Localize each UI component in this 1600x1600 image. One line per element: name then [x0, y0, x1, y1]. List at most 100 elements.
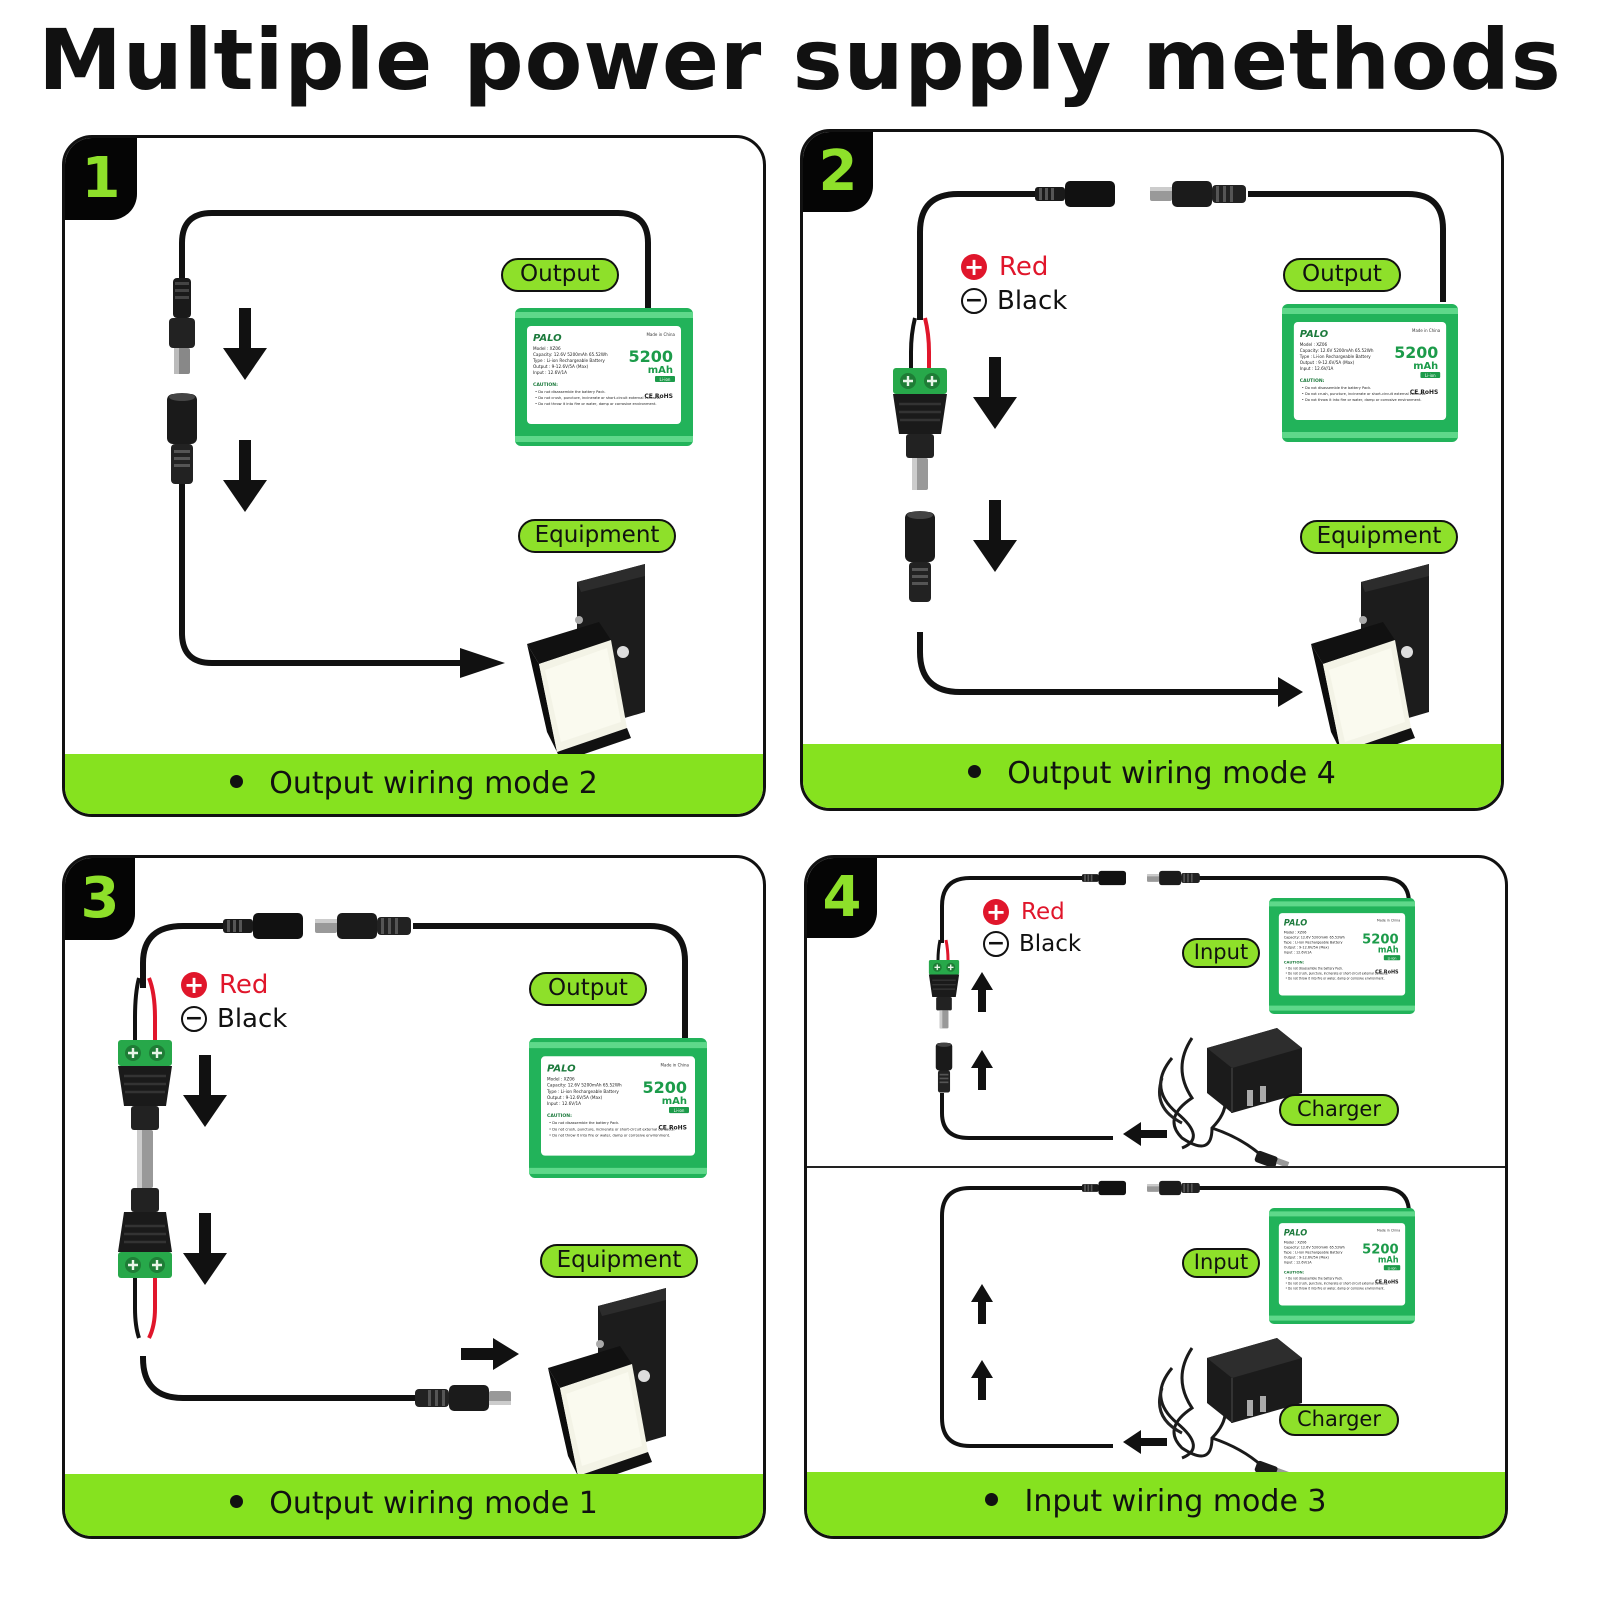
dc-plug-female-icon [1082, 870, 1126, 886]
svg-text:• Do not crush, puncture, inci: • Do not crush, puncture, incinerate or … [1285, 1281, 1388, 1285]
dc-plug-female-icon [223, 913, 303, 939]
svg-text:mAh: mAh [1378, 1255, 1399, 1265]
battery-pack-icon: PALO Made in China Model : XZ06 Capacity… [1269, 898, 1415, 1014]
svg-text:5200: 5200 [1362, 932, 1398, 947]
plus-icon: + [961, 254, 987, 280]
footer-label: Input wiring mode 3 [1024, 1484, 1327, 1519]
svg-text:• Do not throw it into fire or: • Do not throw it into fire or water, da… [535, 402, 657, 406]
svg-text:Li-ion: Li-ion [674, 1108, 685, 1113]
bullet-dot [985, 1493, 999, 1506]
solar-wall-light-icon [548, 1288, 666, 1486]
bullet-dot [230, 1495, 244, 1508]
svg-text:• Do not crush, puncture, inci: • Do not crush, puncture, incinerate or … [549, 1127, 675, 1131]
panel-1-wiring [167, 210, 651, 762]
arrow-left-icon [1123, 1122, 1167, 1146]
svg-text:PALO: PALO [1284, 1228, 1308, 1238]
output-label: Output [1283, 258, 1401, 292]
battery-pack-icon: PALO Made in China Model : XZ06 Capacity… [529, 1038, 707, 1178]
svg-text:CE RoHS: CE RoHS [1375, 970, 1399, 976]
svg-text:Capacity: 12.6V 5200mAh 65.52W: Capacity: 12.6V 5200mAh 65.52Wh [1284, 935, 1345, 939]
svg-text:Model : XZ06: Model : XZ06 [1284, 1240, 1307, 1244]
screw-terminal-adapter-icon [891, 366, 949, 492]
svg-text:• Do not crush, puncture, inci: • Do not crush, puncture, incinerate or … [1285, 971, 1388, 975]
wire-color-legend: +Red −Black [181, 968, 287, 1036]
equipment-label: Equipment [1300, 520, 1458, 554]
wall-charger-icon [1158, 1336, 1304, 1481]
svg-text:mAh: mAh [1378, 945, 1399, 955]
panel-1: 1 Output PALO Made in China Model : XZ06… [62, 135, 766, 817]
svg-text:Made in China: Made in China [661, 1062, 690, 1067]
svg-text:Capacity: 12.6V 5200mAh 65.52W: Capacity: 12.6V 5200mAh 65.52Wh [547, 1083, 622, 1088]
dc-plug-female-icon [905, 511, 935, 602]
svg-text:CE RoHS: CE RoHS [1410, 389, 1438, 396]
screw-terminal-adapter-icon [116, 1154, 174, 1280]
dc-plug-female-icon [1035, 181, 1115, 207]
panel-3-wiring [116, 913, 688, 1486]
legend-red: Red [999, 252, 1049, 282]
dc-plug-male-icon [315, 913, 411, 939]
battery-pack-icon: PALO Made in China Model : XZ06 Capacity… [515, 308, 693, 446]
wire-color-legend: +Red −Black [983, 896, 1081, 960]
svg-text:Input : 12.6V/1A: Input : 12.6V/1A [1284, 950, 1312, 954]
panel-3-number: 3 [65, 858, 135, 940]
svg-text:• Do not disassemble the batte: • Do not disassemble the battery Pack. [1285, 1276, 1343, 1280]
battery-graphic: PALO Made in China Model : XZ06 Capacity… [1282, 304, 1458, 442]
solar-wall-light-icon [1311, 564, 1429, 762]
footer-label: Output wiring mode 1 [269, 1486, 598, 1521]
svg-text:mAh: mAh [648, 365, 673, 376]
footer-label: Output wiring mode 2 [269, 766, 598, 801]
battery-graphic: PALO Made in China Model : XZ06 Capacity… [1269, 1208, 1415, 1324]
screw-terminal-adapter-icon [116, 1038, 174, 1164]
svg-text:• Do not throw it into fire or: • Do not throw it into fire or water, da… [1302, 398, 1422, 402]
bullet-dot [230, 775, 244, 788]
dc-plug-male-icon [415, 1385, 511, 1411]
arrow-left-icon [1123, 1430, 1167, 1454]
battery-graphic: PALO Made in China Model : XZ06 Capacity… [515, 308, 693, 446]
battery-graphic: PALO Made in China Model : XZ06 Capacity… [1269, 898, 1415, 1014]
svg-text:• Do not disassemble the batte: • Do not disassemble the battery Pack. [535, 390, 606, 394]
svg-text:Model : XZ06: Model : XZ06 [1284, 930, 1307, 934]
panel-3-footer: Output wiring mode 1 [65, 1474, 763, 1536]
equipment-label: Equipment [540, 1244, 698, 1278]
arrow-down-icon [183, 1213, 227, 1285]
legend-black: Black [997, 286, 1068, 316]
arrow-down-icon [973, 357, 1017, 429]
equipment-label: Equipment [518, 519, 676, 553]
panel-4-number: 4 [807, 858, 877, 938]
panel-4-footer: Input wiring mode 3 [807, 1472, 1505, 1536]
svg-text:Capacity: 12.6V 5200mAh 65.52W: Capacity: 12.6V 5200mAh 65.52Wh [1300, 348, 1374, 353]
dc-plug-male-icon [1150, 181, 1246, 207]
svg-text:Capacity: 12.6V 5200mAh 65.52W: Capacity: 12.6V 5200mAh 65.52Wh [1284, 1245, 1345, 1249]
dc-plug-female-icon [167, 393, 197, 484]
svg-text:Output : 9-12.6V/5A (Max): Output : 9-12.6V/5A (Max) [533, 364, 589, 369]
svg-text:mAh: mAh [662, 1096, 687, 1107]
panel-2: 2 +Red −Black Output PALO Made in China … [800, 129, 1504, 811]
dc-plug-female-icon [935, 1042, 953, 1093]
minus-icon: − [961, 288, 987, 314]
svg-text:Output : 9-12.6V/5A (Max): Output : 9-12.6V/5A (Max) [1300, 360, 1355, 365]
svg-text:5200: 5200 [1362, 1242, 1398, 1257]
svg-text:Output : 9-12.6V/5A (Max): Output : 9-12.6V/5A (Max) [1284, 945, 1330, 949]
svg-text:Capacity: 12.6V 5200mAh 65.52W: Capacity: 12.6V 5200mAh 65.52Wh [533, 352, 608, 357]
arrow-down-icon [183, 1055, 227, 1127]
svg-text:Type : Li-ion Rechargeable Bat: Type : Li-ion Rechargeable Battery [1283, 1250, 1343, 1254]
arrow-up-icon [971, 1360, 993, 1400]
svg-text:PALO: PALO [533, 333, 562, 344]
svg-text:CAUTION:: CAUTION: [1284, 960, 1305, 965]
svg-text:• Do not throw it into fire or: • Do not throw it into fire or water, da… [1285, 1286, 1384, 1290]
svg-text:Made in China: Made in China [1412, 328, 1441, 333]
svg-text:Type : Li-ion Rechargeable Bat: Type : Li-ion Rechargeable Battery [1299, 354, 1371, 359]
svg-text:CAUTION:: CAUTION: [1284, 1270, 1305, 1275]
svg-text:5200: 5200 [628, 347, 673, 366]
svg-text:Li-ion: Li-ion [660, 377, 671, 382]
svg-text:Li-ion: Li-ion [1388, 956, 1397, 960]
panel-3: 3 +Red −Black Output PALO Made in China … [62, 855, 766, 1539]
dc-plug-male-icon [1147, 870, 1200, 886]
battery-pack-icon: PALO Made in China Model : XZ06 Capacity… [1269, 1208, 1415, 1324]
legend-black: Black [217, 1004, 288, 1034]
panel-4: 4 +Red −Black Input PALO Made in China M… [804, 855, 1508, 1539]
svg-text:Li-ion: Li-ion [1388, 1266, 1397, 1270]
svg-text:• Do not crush, puncture, inci: • Do not crush, puncture, incinerate or … [535, 396, 661, 400]
dc-plug-male-icon [169, 278, 195, 374]
dc-plug-male-icon [1147, 1180, 1200, 1196]
